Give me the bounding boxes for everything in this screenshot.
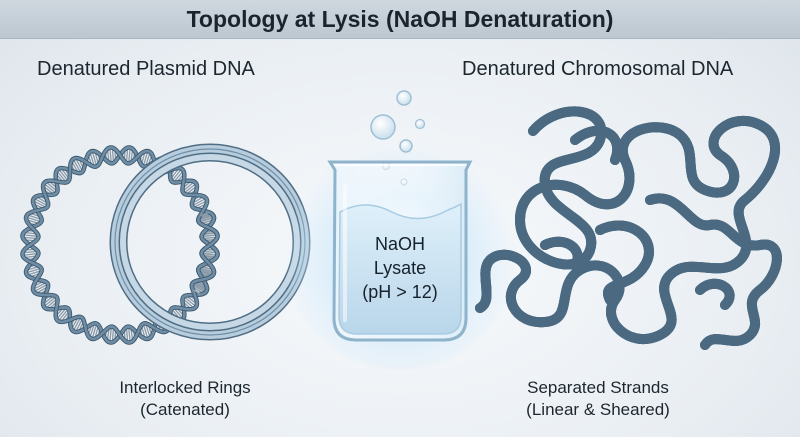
plasmid-rings xyxy=(20,143,311,345)
separated-strands xyxy=(475,111,777,345)
page-title: Topology at Lysis (NaOH Denaturation) xyxy=(0,0,800,39)
plasmid-caption-line1: Interlocked Rings xyxy=(119,378,251,397)
helix-overlap-segment xyxy=(189,210,220,297)
beaker xyxy=(282,90,518,370)
beaker-label-line3: (pH > 12) xyxy=(362,282,438,302)
plasmid-caption: Interlocked Rings (Catenated) xyxy=(40,377,330,421)
plasmid-heading: Denatured Plasmid DNA xyxy=(37,58,255,80)
chromosomal-heading: Denatured Chromosomal DNA xyxy=(462,58,734,80)
bubble xyxy=(370,114,396,140)
plasmid-caption-line2: (Catenated) xyxy=(140,400,230,419)
beaker-label-line2: Lysate xyxy=(373,258,427,278)
chromosomal-caption-line2: (Linear & Sheared) xyxy=(526,400,670,419)
beaker-label-line1: NaOH xyxy=(374,234,425,254)
bubble xyxy=(414,118,426,130)
chromosomal-caption-line1: Separated Strands xyxy=(527,378,669,397)
bubble xyxy=(396,90,412,106)
lysate-liquid xyxy=(338,202,462,335)
chromosomal-caption: Separated Strands (Linear & Sheared) xyxy=(448,377,748,421)
bubble xyxy=(399,139,413,153)
